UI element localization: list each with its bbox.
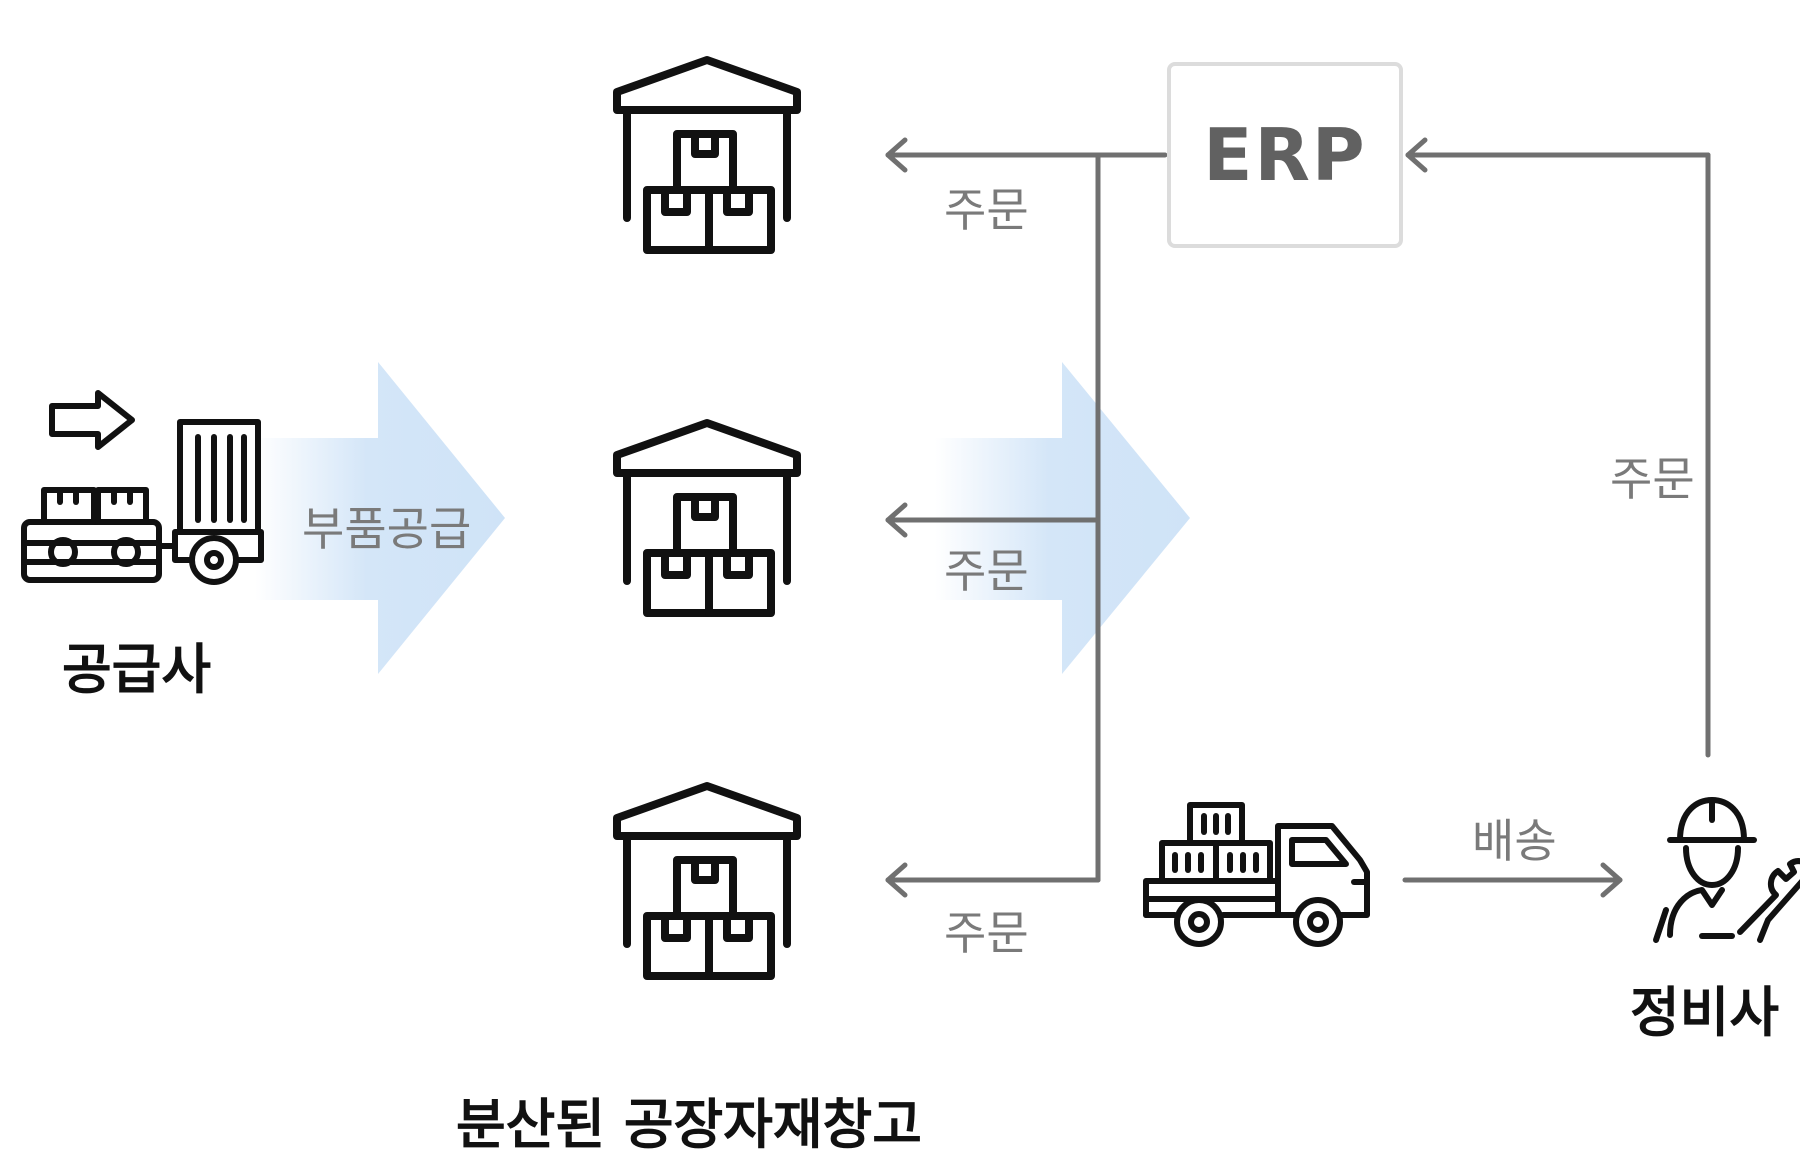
delivery-label: 배송 xyxy=(1472,814,1557,868)
supply-gradient-arrow xyxy=(255,362,505,674)
order-label-warehouse-2: 주문 xyxy=(944,544,1029,598)
warehouses-label: 분산된 공장자재창고 xyxy=(456,1093,922,1156)
warehouse-icon xyxy=(613,782,801,980)
mechanic-icon xyxy=(1653,797,1800,943)
supply-flow-label: 부품공급 xyxy=(302,502,472,556)
erp-label: ERP xyxy=(1203,113,1367,197)
forklift-icon xyxy=(21,390,264,585)
supplier-label: 공급사 xyxy=(62,638,212,701)
warehouse-icon xyxy=(613,419,801,617)
order-label-warehouse-1: 주문 xyxy=(944,183,1029,237)
mechanic-label: 정비사 xyxy=(1630,981,1780,1044)
order-label-warehouse-3: 주문 xyxy=(944,906,1029,960)
order-label-mechanic: 주문 xyxy=(1610,452,1695,506)
order-connector-lines xyxy=(885,137,1711,898)
erp-box: ERP xyxy=(1167,62,1403,248)
warehouse-icon xyxy=(613,56,801,254)
delivery-truck-icon xyxy=(1143,802,1370,947)
